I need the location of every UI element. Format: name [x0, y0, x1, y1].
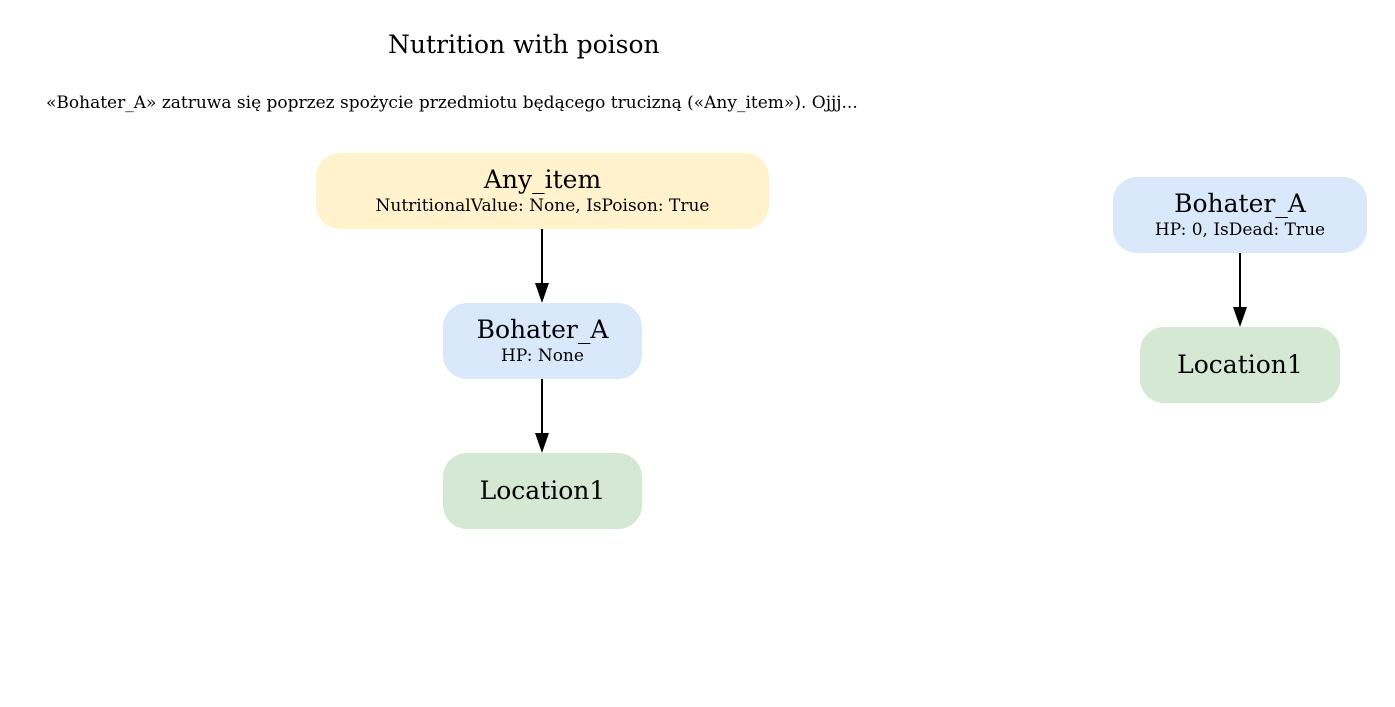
node-any-item-attrs: NutritionalValue: None, IsPoison: True: [375, 196, 710, 216]
node-location1-right: Location1: [1140, 327, 1340, 403]
node-any-item-name: Any_item: [483, 165, 602, 194]
edge-hero-to-location-right: [1233, 253, 1247, 327]
edge-item-to-hero: [535, 229, 549, 303]
node-bohater-a-right-name: Bohater_A: [1174, 189, 1306, 218]
node-bohater-a-right: Bohater_A HP: 0, IsDead: True: [1113, 177, 1367, 253]
node-bohater-a-left-name: Bohater_A: [476, 315, 609, 344]
edge-hero-to-location-left: [535, 379, 549, 453]
node-bohater-a-left-attrs: HP: None: [501, 346, 584, 366]
node-bohater-a-left: Bohater_A HP: None: [443, 303, 642, 379]
node-location1-left-name: Location1: [479, 476, 606, 505]
node-location1-right-name: Location1: [1177, 350, 1303, 379]
diagram-subtitle: «Bohater_A» zatruwa się poprzez spożycie…: [46, 93, 858, 113]
node-any-item: Any_item NutritionalValue: None, IsPoiso…: [316, 153, 769, 229]
diagram-title: Nutrition with poison: [388, 30, 660, 59]
node-location1-left: Location1: [443, 453, 642, 529]
node-bohater-a-right-attrs: HP: 0, IsDead: True: [1154, 220, 1326, 240]
